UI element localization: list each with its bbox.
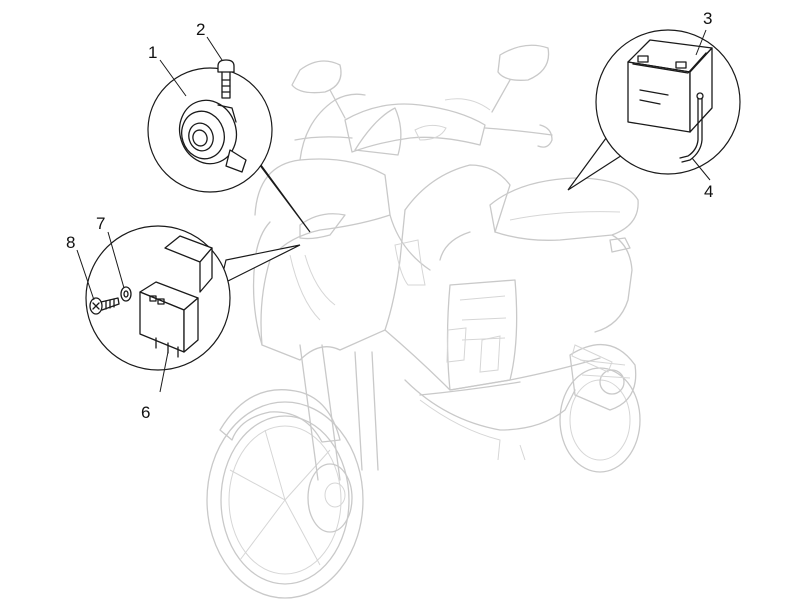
callout-8: 8 [66, 233, 75, 252]
leader-lines [76, 29, 711, 393]
inset-horn [147, 59, 311, 233]
callout-2: 2 [196, 20, 205, 39]
callouts: 1 2 3 4 6 7 8 [66, 9, 713, 422]
inset-battery [567, 29, 741, 191]
washer-icon [120, 286, 132, 302]
callout-1: 1 [148, 43, 157, 62]
callout-4: 4 [704, 182, 713, 201]
bolt-icon [217, 59, 235, 99]
horn-icon [178, 99, 247, 173]
inset-relay [85, 225, 301, 371]
battery-vent-tube-icon [679, 92, 704, 163]
callout-3: 3 [703, 9, 712, 28]
battery-icon [627, 39, 713, 133]
callout-7: 7 [96, 214, 105, 233]
relay-icon [139, 235, 213, 358]
callout-6: 6 [141, 403, 150, 422]
screw-icon [89, 297, 120, 315]
scooter-outline-icon [206, 44, 641, 599]
